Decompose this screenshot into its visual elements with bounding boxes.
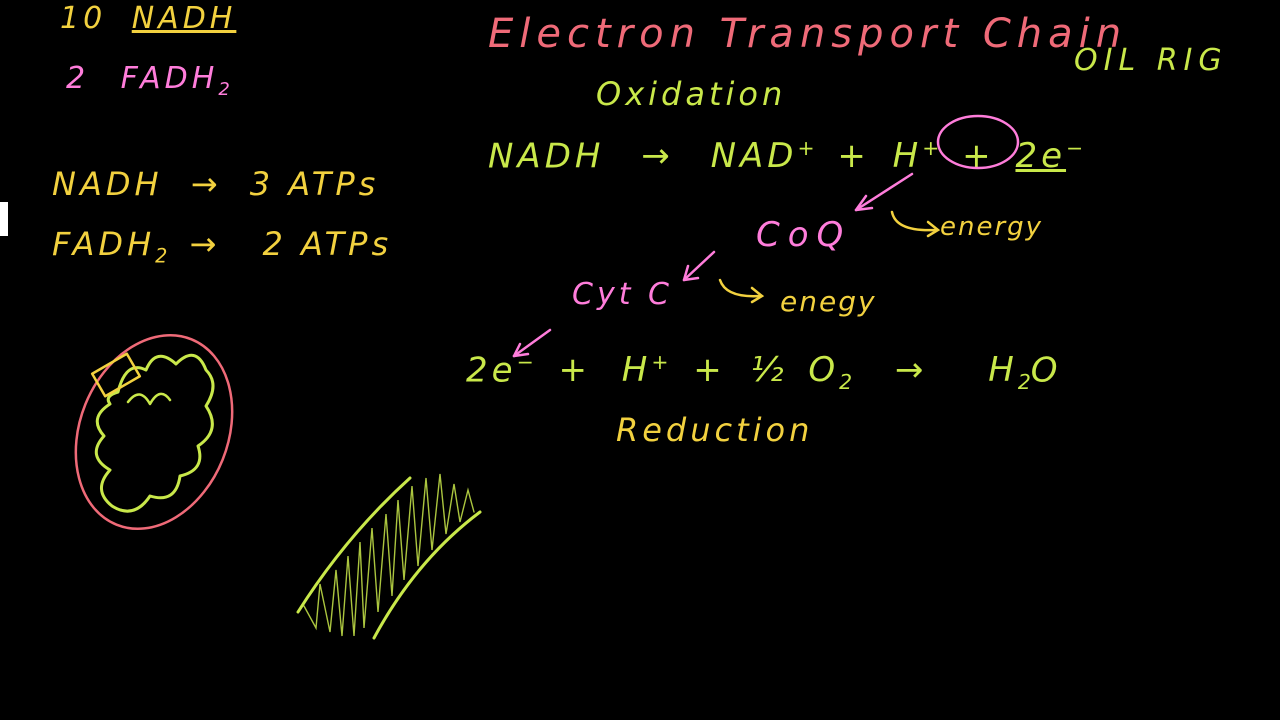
nad-charge: + bbox=[797, 136, 815, 160]
nadh-atp-yield: NADH → 3 ATPs bbox=[52, 168, 379, 200]
reduction-h: H bbox=[621, 350, 652, 391]
fadh-count-label: FADH bbox=[120, 61, 219, 96]
nadh-atp-product: 3 ATPs bbox=[249, 165, 380, 203]
fadh-count: 2 FADH2 bbox=[66, 64, 230, 99]
energy-label-1: energy bbox=[940, 212, 1044, 242]
electron-circle bbox=[936, 114, 1020, 170]
fadh-atp-subscript: 2 bbox=[155, 244, 168, 268]
energy-arrow-2-icon bbox=[718, 278, 765, 304]
h-charge: + bbox=[922, 136, 940, 160]
reduction-water-o: O bbox=[1030, 350, 1062, 391]
fadh-count-number: 2 bbox=[66, 61, 90, 96]
oxidation-product-nad: NAD bbox=[710, 136, 798, 177]
oxidation-label: Oxidation bbox=[596, 75, 787, 113]
cytc-carrier: Cyt C bbox=[572, 277, 673, 312]
arrow-to-cytc-icon bbox=[682, 250, 716, 282]
reduction-oxygen-subscript: 2 bbox=[839, 370, 853, 395]
energy-arrow-1-icon bbox=[890, 210, 941, 238]
fadh-atp-arrow: → bbox=[189, 225, 221, 263]
oxidation-reactant: NADH bbox=[488, 136, 605, 177]
reduction-half: ½ bbox=[750, 350, 788, 391]
reduction-equation: 2e− + H+ + ½ O2 → H2O bbox=[466, 352, 1062, 393]
nadh-atp-arrow: → bbox=[190, 165, 222, 203]
oil-rig-mnemonic: OIL RIG bbox=[1074, 43, 1228, 78]
reduction-plus-2: + bbox=[693, 350, 726, 391]
reduction-electron-charge: − bbox=[516, 350, 534, 374]
nadh-count-number: 10 bbox=[60, 1, 107, 36]
fadh-count-subscript: 2 bbox=[218, 79, 230, 100]
nadh-count: 10 NADH bbox=[60, 4, 236, 34]
fadh-atp-yield: FADH2 → 2 ATPs bbox=[52, 228, 392, 266]
energy-label-2: enegy bbox=[780, 285, 877, 318]
oxidation-arrow: → bbox=[641, 136, 674, 177]
oxidation-product-h: H bbox=[892, 136, 923, 177]
electron-charge: − bbox=[1066, 136, 1084, 160]
page-title: Electron Transport Chain bbox=[488, 11, 1128, 57]
arrow-to-electrons-icon bbox=[512, 328, 552, 358]
reduction-h-charge: + bbox=[651, 350, 669, 374]
oxidation-plus-1: + bbox=[837, 136, 870, 177]
fadh-atp-reactant: FADH bbox=[52, 225, 156, 263]
mitochondrion-icon bbox=[74, 333, 234, 531]
reduction-water-h: H bbox=[988, 350, 1018, 391]
fadh-atp-product: 2 ATPs bbox=[262, 225, 393, 263]
nadh-count-label: NADH bbox=[131, 1, 237, 36]
arrow-to-coq-icon bbox=[854, 172, 914, 212]
reduction-plus-1: + bbox=[558, 350, 591, 391]
reduction-oxygen: O bbox=[808, 350, 840, 391]
reduction-electrons: 2e bbox=[466, 350, 517, 391]
reduction-water-subscript: 2 bbox=[1017, 370, 1031, 395]
window-edge-tab[interactable] bbox=[0, 202, 8, 236]
coq-carrier: CoQ bbox=[756, 215, 852, 255]
membrane-zoom-icon bbox=[296, 473, 482, 640]
oxidation-electrons: 2e bbox=[1015, 136, 1067, 177]
reduction-arrow: → bbox=[894, 350, 928, 391]
nadh-atp-reactant: NADH bbox=[52, 165, 163, 203]
reduction-label: Reduction bbox=[616, 411, 814, 449]
